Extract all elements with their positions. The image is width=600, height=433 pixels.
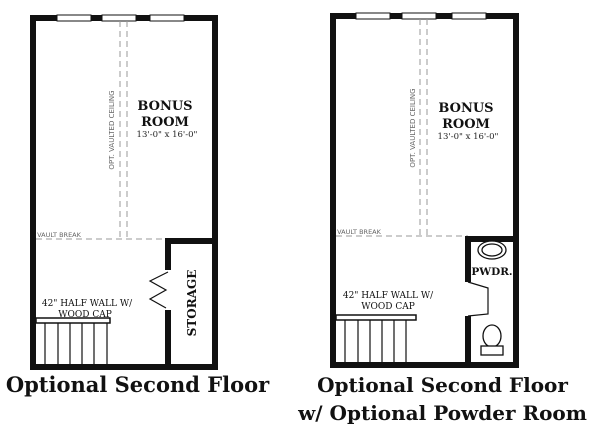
ceiling-note: OPT. VAULTED CEILING xyxy=(409,88,417,167)
ceiling-note: OPT. VAULTED CEILING xyxy=(108,90,116,169)
window xyxy=(355,12,487,20)
caption-right-line2: w/ Optional Powder Room xyxy=(298,401,587,425)
stairs xyxy=(44,323,108,364)
caption-left: Optional Second Floor xyxy=(5,372,270,397)
powder-room-walls xyxy=(465,236,516,365)
room-dimensions: 13'-0" x 16'-0" xyxy=(438,132,499,142)
half-wall xyxy=(335,314,417,321)
caption-right-line1: Optional Second Floor xyxy=(317,373,568,397)
half-wall xyxy=(35,317,111,324)
powder-room-label: PWDR. xyxy=(471,266,512,278)
room-name-line2: ROOM xyxy=(442,117,490,132)
vault-break-label: VAULT BREAK xyxy=(37,231,82,239)
half-wall-label-line2: WOOD CAP xyxy=(361,302,415,312)
bifold-door xyxy=(148,271,169,309)
storage-label: STORAGE xyxy=(185,270,199,337)
vault-break-label: VAULT BREAK xyxy=(337,228,382,236)
half-wall-label-line1: 42" HALF WALL W/ xyxy=(343,291,434,301)
caption-right: Optional Second Floor w/ Optional Powder… xyxy=(285,371,600,427)
half-wall-label-line1: 42" HALF WALL W/ xyxy=(42,299,133,309)
powder-door xyxy=(467,281,489,317)
vault-dashed-lines xyxy=(336,19,468,237)
plan-optional-second-floor: BONUS ROOM 13'-0" x 16'-0" OPT. VAULTED … xyxy=(30,14,218,370)
window xyxy=(56,14,185,22)
half-wall-label-line2: WOOD CAP xyxy=(58,310,112,320)
room-dimensions: 13'-0" x 16'-0" xyxy=(137,130,198,140)
storage-walls xyxy=(165,238,215,367)
plan-optional-second-floor-powder: BONUS ROOM 13'-0" x 16'-0" OPT. VAULTED … xyxy=(330,12,519,368)
sink-icon xyxy=(477,240,507,260)
room-name-line1: BONUS xyxy=(438,101,493,116)
vault-dashed-lines xyxy=(36,21,168,240)
room-name-line1: BONUS xyxy=(137,99,192,114)
stairs xyxy=(344,320,407,362)
room-name-line2: ROOM xyxy=(141,115,189,130)
toilet-icon xyxy=(480,324,504,356)
